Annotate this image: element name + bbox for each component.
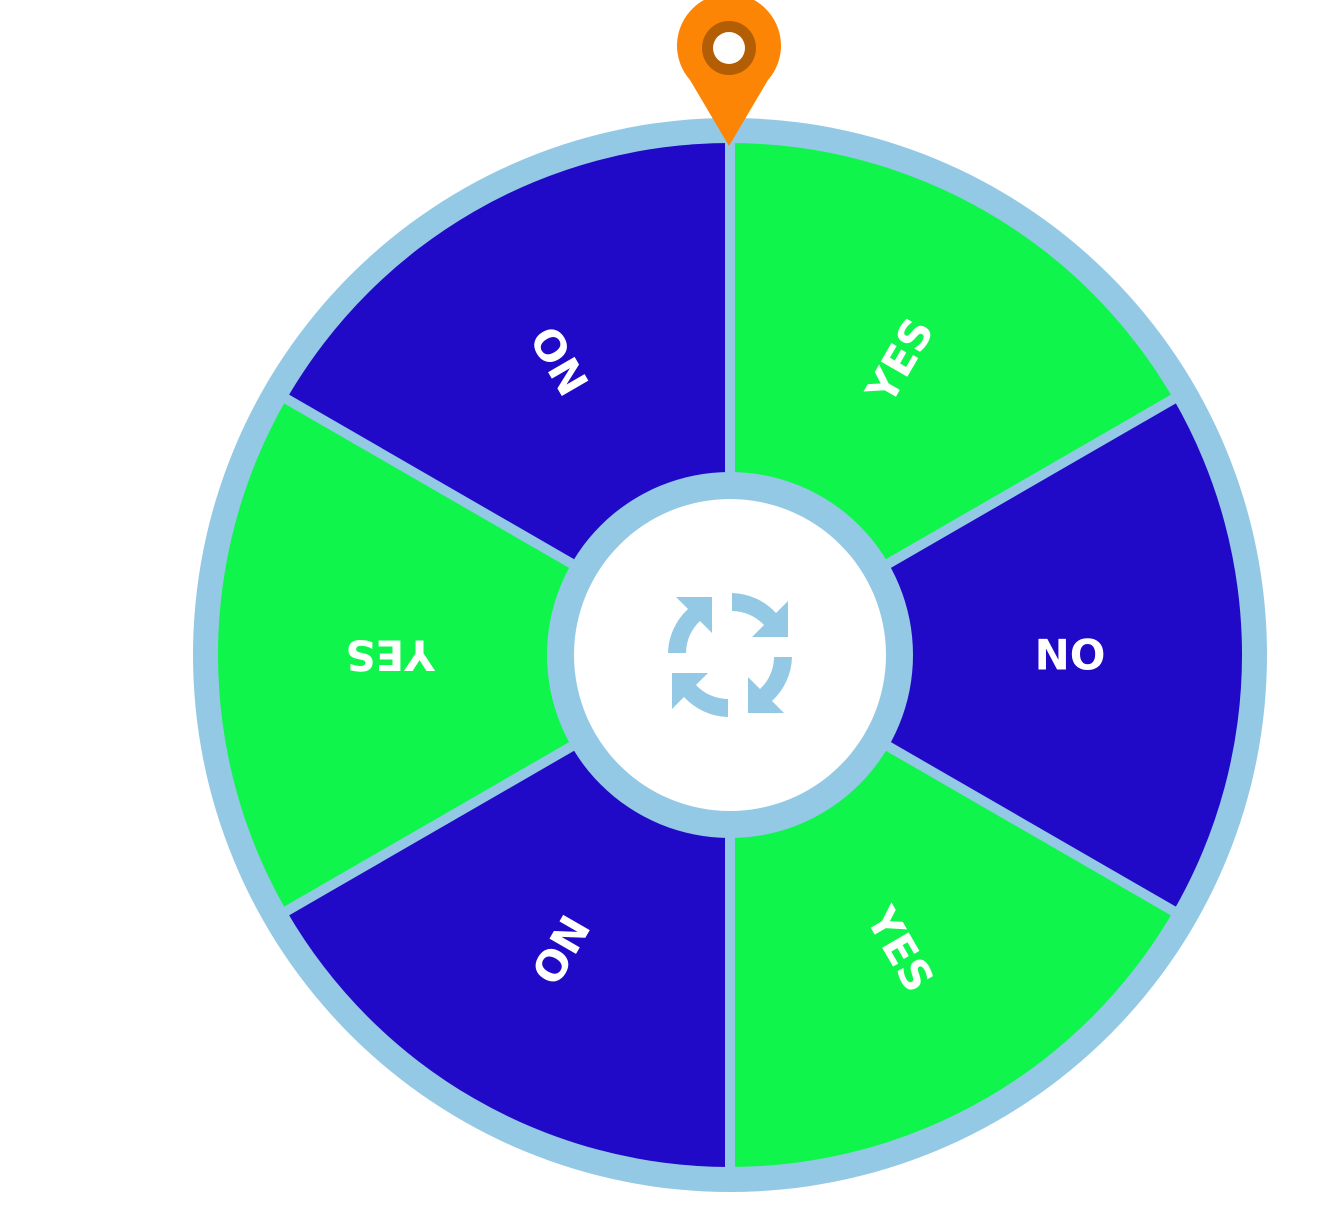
segment-label: NO <box>1035 631 1106 680</box>
pin-hole <box>713 32 745 64</box>
pointer <box>677 0 781 146</box>
segment-label: YES <box>345 631 435 680</box>
wheel-segment-yes <box>218 399 730 911</box>
wheel-segment-no <box>730 399 1242 911</box>
hub-face <box>574 499 886 811</box>
refresh-spin-icon <box>668 593 792 717</box>
spin-button[interactable] <box>547 472 913 838</box>
